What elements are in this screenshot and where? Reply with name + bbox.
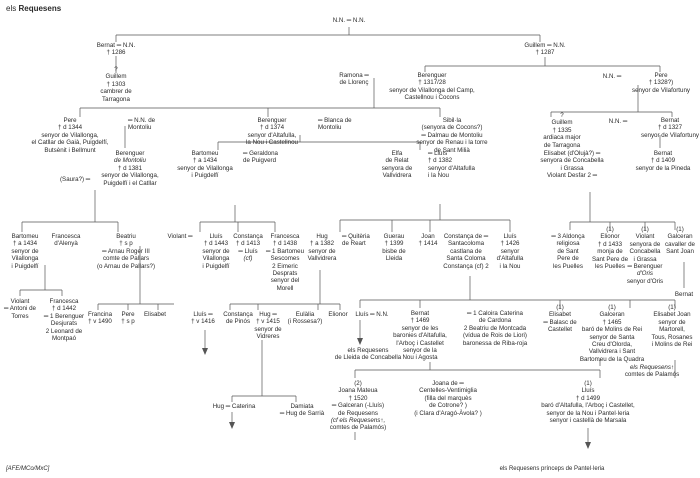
node-violant-a: Violant ═ — [167, 233, 193, 240]
node-nn-mid: N.N. ═ — [602, 73, 622, 80]
footer-princes: els Requesens prínceps de Pantel·leria — [499, 466, 605, 472]
node-elisabet-a: Elisabet — [143, 311, 167, 318]
node-pere-sp: Pere† s p — [121, 311, 135, 326]
node-ramona: Ramona ═de Llorenç — [339, 72, 369, 87]
node-constanca-1413: Constança† d 1413═ Lluís(cf) — [233, 233, 263, 263]
footer-credit: [AFE/MCo/MxC] — [6, 466, 50, 472]
node-nn-root: N.N. ═ N.N. — [332, 17, 366, 24]
node-saura: (Saura?) ═ — [60, 176, 91, 183]
node-elisabet-oluja: Elisabet (d'Olujà?) ═senyora de Concabel… — [540, 150, 604, 172]
node-hug-caterina: Hug ═ Caterina — [212, 403, 256, 410]
page-title: els Requesens — [6, 4, 62, 13]
node-pere-1328: Pere† 1328?)senyor de Vilafortuny — [631, 72, 691, 94]
node-joana-mateua: (2)Joana Mateua† 1520═ Galceran (-Lluís)… — [329, 380, 387, 432]
node-damiata: Damiata═ Hug de Sarrià — [279, 403, 325, 418]
node-joana-centelles: Joana de ═Centelles-Ventimiglia(filla de… — [414, 380, 482, 417]
node-guillem-1287: Guillem ═ N.N.† 1287 — [524, 42, 566, 57]
node-francina: Francina† v 1490 — [87, 311, 113, 326]
node-requesens-palamos: els Requesens↑comtes de Palamós — [624, 364, 680, 379]
node-sibilla: Sibil·la(senyora de Cocons?)═ Dalmau de … — [416, 117, 488, 154]
node-violant-desfar: Violant Desfar 2 ═ — [546, 172, 598, 179]
node-bernat-small: Bernat — [674, 291, 694, 298]
node-nn-vila: N.N. ═ — [608, 118, 628, 125]
node-eulalia: Eulàlia(i Rossesa?) — [287, 311, 323, 326]
node-bernat-1286: Bernat ═ N.N.† 1286 — [96, 42, 136, 57]
node-lluis-1416: Lluís ═† v 1416 — [191, 311, 215, 326]
node-joan-1414: Joan† 1414 — [418, 233, 438, 248]
node-elionor-b: Elionor — [328, 311, 348, 318]
node-lluis-nn: Lluís ═ N.N. — [355, 311, 389, 318]
